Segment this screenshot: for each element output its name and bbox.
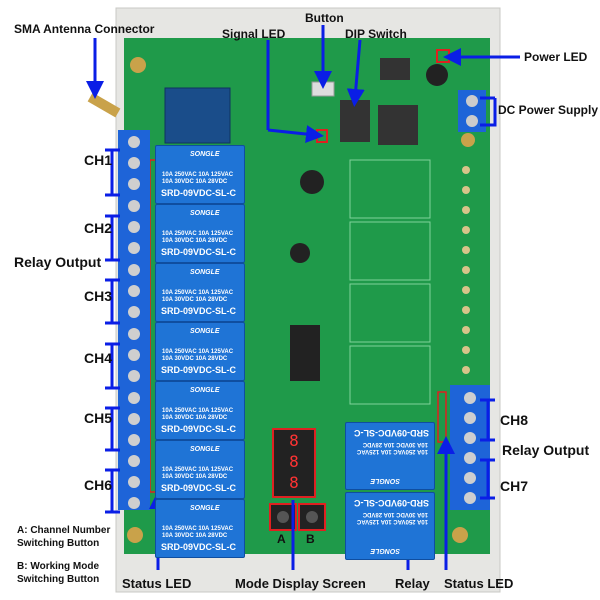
inductor [380, 58, 410, 80]
regulator [378, 105, 418, 145]
label-relay-output-left: Relay Output [14, 254, 102, 270]
label-mode-display: Mode Display Screen [235, 576, 366, 591]
callout-arrows [86, 25, 520, 570]
seven-segment-display: 8 8 8 [272, 428, 316, 498]
relay-model: SRD-09VDC-SL-C [161, 306, 237, 316]
mount-hole [127, 527, 143, 543]
label-button-b-desc: B: Working Mode Switching Button [17, 561, 100, 585]
empty-relay-footprints [349, 159, 431, 405]
label-a: A [277, 532, 286, 546]
label-status-led-left: Status LED [122, 576, 192, 591]
right-terminal-screws [464, 392, 476, 504]
label-relay-output-right: Relay Output [502, 442, 590, 458]
relay-brand: SONGLE [190, 151, 220, 158]
pcb-button [311, 81, 335, 97]
relay-brand: SONGLE [370, 477, 400, 484]
capacitor [300, 170, 324, 194]
label-dc-power: DC Power Supply [498, 103, 599, 117]
right-terminal-block [450, 385, 490, 510]
relay-brand: SONGLE [190, 328, 220, 335]
label-ch1: CH1 [84, 152, 113, 168]
label-b: B [306, 532, 315, 546]
relay-brand: SONGLE [190, 387, 220, 394]
left-terminal-screws [128, 136, 140, 509]
mount-hole [130, 57, 146, 73]
relay-model: SRD-09VDC-SL-C [161, 247, 237, 257]
capacitor [290, 243, 310, 263]
ic-chip [290, 325, 320, 381]
relay-brand: SONGLE [190, 446, 220, 453]
label-power-led: Power LED [524, 50, 588, 64]
relay-brand: SONGLE [190, 210, 220, 217]
left-terminal-block [118, 130, 150, 510]
relay-brand: SONGLE [370, 547, 400, 554]
label-ch2: CH2 [84, 220, 113, 236]
label-button: Button [305, 11, 344, 25]
relay-brand: SONGLE [190, 505, 220, 512]
header-holes [462, 166, 470, 374]
label-sma-antenna: SMA Antenna Connector [14, 22, 155, 36]
label-relay: Relay [395, 576, 430, 591]
label-ch5: CH5 [84, 410, 113, 426]
label-dip-switch: DIP Switch [345, 27, 407, 41]
relay-model: SRD-09VDC-SL-C [161, 542, 237, 552]
wireless-module [164, 87, 231, 144]
label-status-led-right: Status LED [444, 576, 514, 591]
label-signal-led: Signal LED [222, 27, 286, 41]
label-ch4: CH4 [84, 350, 113, 366]
label-button-a-desc: A: Channel Number Switching Button [17, 525, 111, 549]
relay-model: SRD-09VDC-SL-C [161, 365, 237, 375]
mount-hole [461, 133, 475, 147]
relay-brand: SONGLE [190, 269, 220, 276]
relay-model: SRD-09VDC-SL-C [161, 188, 237, 198]
dip-switch [340, 100, 370, 142]
relay-model: SRD-09VDC-SL-C [353, 428, 429, 438]
label-ch7: CH7 [500, 478, 529, 494]
relay-model: SRD-09VDC-SL-C [161, 483, 237, 493]
label-ch8: CH8 [500, 412, 529, 428]
relay-model: SRD-09VDC-SL-C [161, 424, 237, 434]
label-ch6: CH6 [84, 477, 113, 493]
relay-model: SRD-09VDC-SL-C [353, 498, 429, 508]
mount-hole [452, 527, 468, 543]
capacitor [426, 64, 448, 86]
label-ch3: CH3 [84, 288, 113, 304]
sma-antenna [87, 92, 121, 118]
